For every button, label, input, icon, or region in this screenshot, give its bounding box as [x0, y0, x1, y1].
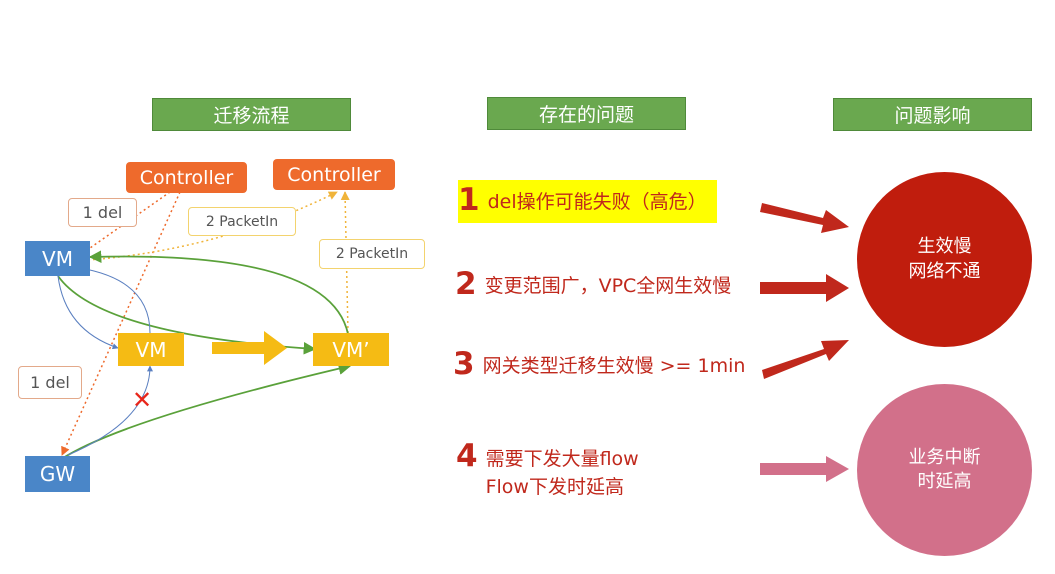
problem-4: 4 需要下发大量flow Flow下发时延高 [456, 441, 639, 501]
impact-2-line1: 业务中断 [908, 446, 981, 468]
problem-2: 2 变更范围广，VPC全网生效慢 [455, 266, 731, 302]
impact-circle-interruption: 业务中断 时延高 [857, 384, 1032, 556]
problem-2-text: 变更范围广，VPC全网生效慢 [484, 274, 732, 297]
gw-node: GW [25, 456, 90, 492]
controller-right: Controller [273, 159, 395, 190]
fail-mark-icon: ✕ [132, 386, 153, 414]
problem-1-highlight [458, 180, 717, 223]
problem-1: 1 del操作可能失败（高危） [458, 182, 707, 218]
controller-left: Controller [126, 162, 247, 193]
problem-1-text: del操作可能失败（高危） [487, 190, 707, 213]
problem-4-line1: 需要下发大量flow [485, 448, 639, 470]
label-packetin-b: 2 PacketIn [319, 239, 425, 269]
problem-3-text: 网关类型迁移生效慢 >= 1min [482, 354, 746, 377]
problem-2-number: 2 [455, 266, 477, 302]
problem-1-number: 1 [458, 182, 480, 218]
vm-intermediate-node: VM [118, 333, 184, 366]
problem-4-number: 4 [456, 438, 478, 474]
header-migration-flow: 迁移流程 [152, 98, 351, 131]
vm-destination-node: VM’ [313, 333, 389, 366]
problem-3-number: 3 [453, 346, 475, 382]
impact-1-line2: 网络不通 [908, 260, 981, 282]
impact-1-line1: 生效慢 [917, 236, 972, 258]
problem-3: 3 网关类型迁移生效慢 >= 1min [453, 346, 745, 382]
label-packetin-a: 2 PacketIn [188, 207, 296, 236]
vm-source-node: VM [25, 241, 90, 276]
impact-circle-slow: 生效慢 网络不通 [857, 172, 1032, 347]
label-del-top: 1 del [68, 198, 137, 227]
label-del-bottom: 1 del [18, 366, 82, 399]
header-problems: 存在的问题 [487, 97, 686, 130]
impact-2-line2: 时延高 [917, 471, 972, 492]
header-impact: 问题影响 [833, 98, 1032, 131]
problem-4-line2: Flow下发时延高 [485, 476, 624, 498]
